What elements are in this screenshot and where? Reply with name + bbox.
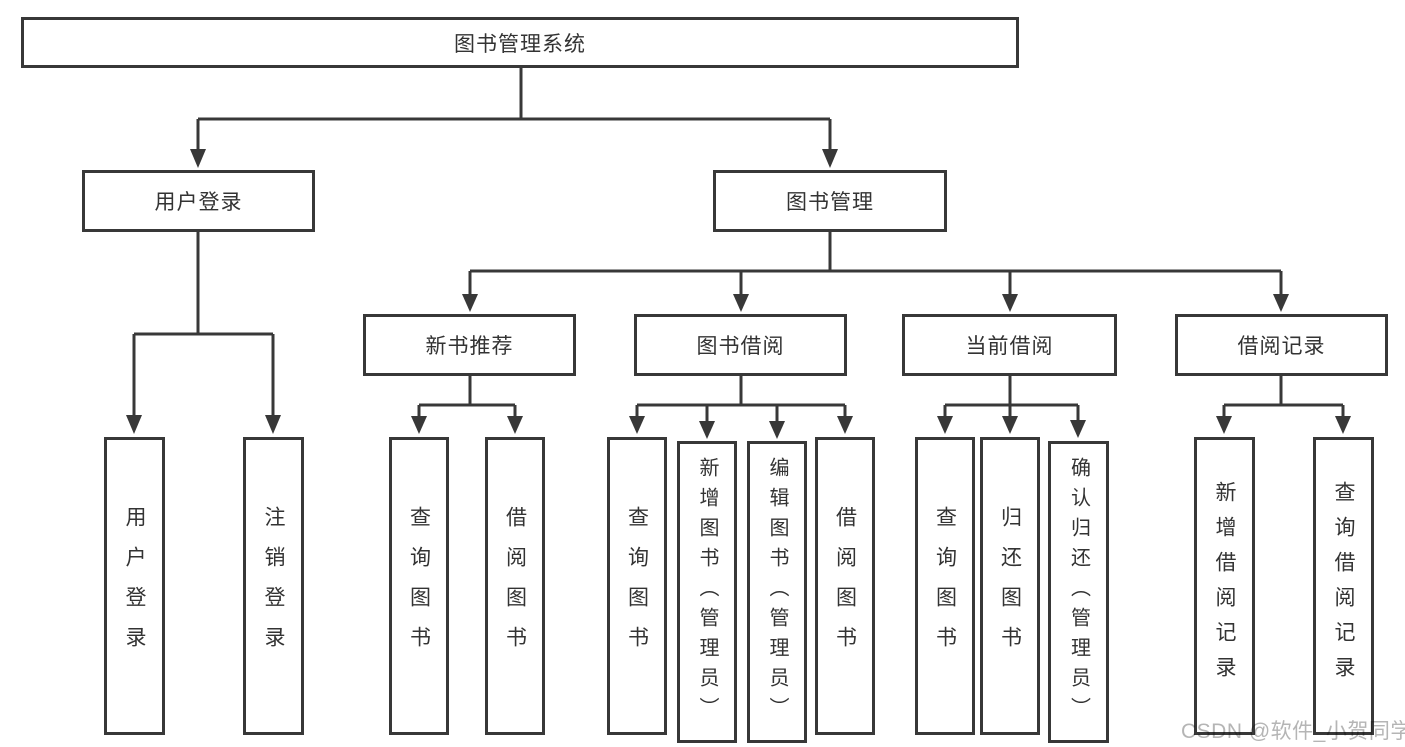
- watermark: CSDN @软件_小贺同学: [1181, 720, 1405, 743]
- leaf-add-borrow-record: 新增借阅记录: [1194, 437, 1255, 735]
- leaf-confirm-return-admin-label: 确认归还（管理员）: [1067, 457, 1090, 727]
- leaf-query-books-recommend: 查询图书: [389, 437, 449, 735]
- node-user-login-branch: 用户登录: [82, 170, 315, 232]
- node-root: 图书管理系统: [21, 17, 1019, 68]
- node-book-borrowing: 图书借阅: [634, 314, 847, 376]
- leaf-user-login-label: 用户登录: [123, 506, 146, 666]
- leaf-user-login: 用户登录: [104, 437, 165, 735]
- node-borrowing-records-label: 借阅记录: [1237, 335, 1326, 358]
- leaf-query-books-borrowing: 查询图书: [607, 437, 667, 735]
- node-new-book-recommend: 新书推荐: [363, 314, 576, 376]
- leaf-edit-book-admin-label: 编辑图书（管理员）: [766, 457, 788, 727]
- node-root-label: 图书管理系统: [454, 32, 586, 56]
- leaf-borrow-books-borrowing: 借阅图书: [815, 437, 875, 735]
- leaf-query-borrow-record-label: 查询借阅记录: [1332, 481, 1355, 691]
- node-book-management-label: 图书管理: [786, 191, 874, 214]
- leaf-logout: 注销登录: [243, 437, 304, 735]
- node-book-management: 图书管理: [713, 170, 947, 232]
- leaf-add-book-admin-label: 新增图书（管理员）: [696, 457, 718, 727]
- leaf-logout-label: 注销登录: [262, 506, 285, 666]
- leaf-borrow-books-borrowing-label: 借阅图书: [833, 506, 857, 666]
- node-borrowing-records: 借阅记录: [1175, 314, 1388, 376]
- node-book-borrowing-label: 图书借阅: [696, 335, 785, 358]
- leaf-edit-book-admin: 编辑图书（管理员）: [747, 441, 807, 743]
- leaf-borrow-books-recommend: 借阅图书: [485, 437, 545, 735]
- leaf-return-book: 归还图书: [980, 437, 1040, 735]
- leaf-query-books-borrowing-label: 查询图书: [625, 506, 649, 666]
- leaf-add-borrow-record-label: 新增借阅记录: [1213, 481, 1236, 691]
- node-user-login-branch-label: 用户登录: [154, 191, 243, 214]
- node-current-borrowing: 当前借阅: [902, 314, 1117, 376]
- leaf-confirm-return-admin: 确认归还（管理员）: [1048, 441, 1109, 743]
- node-current-borrowing-label: 当前借阅: [965, 335, 1054, 358]
- leaf-query-books-recommend-label: 查询图书: [407, 506, 431, 666]
- leaf-borrow-books-recommend-label: 借阅图书: [503, 506, 527, 666]
- leaf-query-books-current-label: 查询图书: [933, 506, 957, 666]
- leaf-query-books-current: 查询图书: [915, 437, 975, 735]
- leaf-add-book-admin: 新增图书（管理员）: [677, 441, 737, 743]
- node-new-book-recommend-label: 新书推荐: [425, 335, 514, 358]
- leaf-query-borrow-record: 查询借阅记录: [1313, 437, 1374, 735]
- leaf-return-book-label: 归还图书: [998, 506, 1022, 666]
